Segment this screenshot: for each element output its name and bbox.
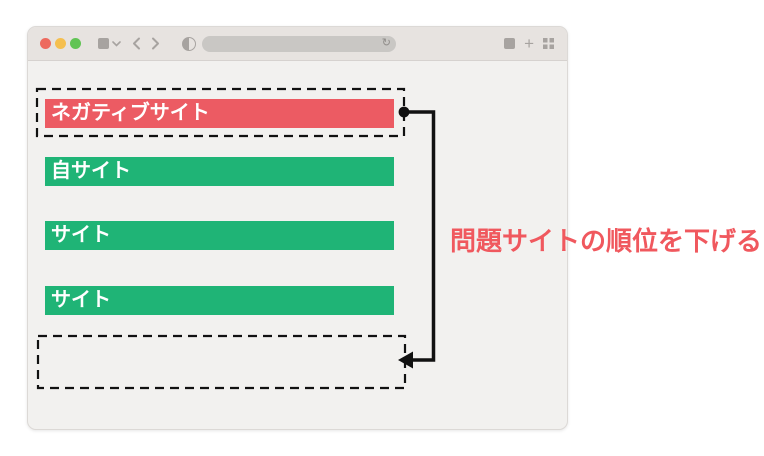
serp-bar-negative-site[interactable]: ネガティブサイト — [45, 99, 394, 128]
nav-controls — [132, 37, 160, 50]
chevron-down-icon — [112, 40, 121, 47]
traffic-lights — [40, 38, 81, 49]
browser-titlebar: ↻ + — [28, 27, 567, 61]
url-bar[interactable]: ↻ — [202, 35, 396, 52]
tab-square-icon — [98, 38, 109, 49]
reader-icon[interactable] — [182, 36, 196, 51]
tab-grid-icon[interactable] — [543, 38, 554, 49]
downloads-icon[interactable] — [504, 38, 516, 49]
serp-bar-site[interactable]: サイト — [45, 286, 394, 315]
titlebar-right-icons: + — [504, 34, 554, 53]
tab-overview-control[interactable] — [98, 38, 121, 49]
serp-bar-site[interactable]: サイト — [45, 221, 394, 250]
forward-button[interactable] — [151, 37, 160, 50]
annotation-label: 問題サイトの順位を下げる — [450, 226, 763, 256]
close-window-button[interactable] — [40, 38, 51, 49]
serp-bar-own-site[interactable]: 自サイト — [45, 157, 394, 186]
minimize-window-button[interactable] — [55, 38, 66, 49]
zoom-window-button[interactable] — [70, 38, 81, 49]
back-button[interactable] — [132, 37, 141, 50]
new-tab-button[interactable]: + — [524, 34, 534, 53]
refresh-icon[interactable]: ↻ — [381, 37, 391, 49]
